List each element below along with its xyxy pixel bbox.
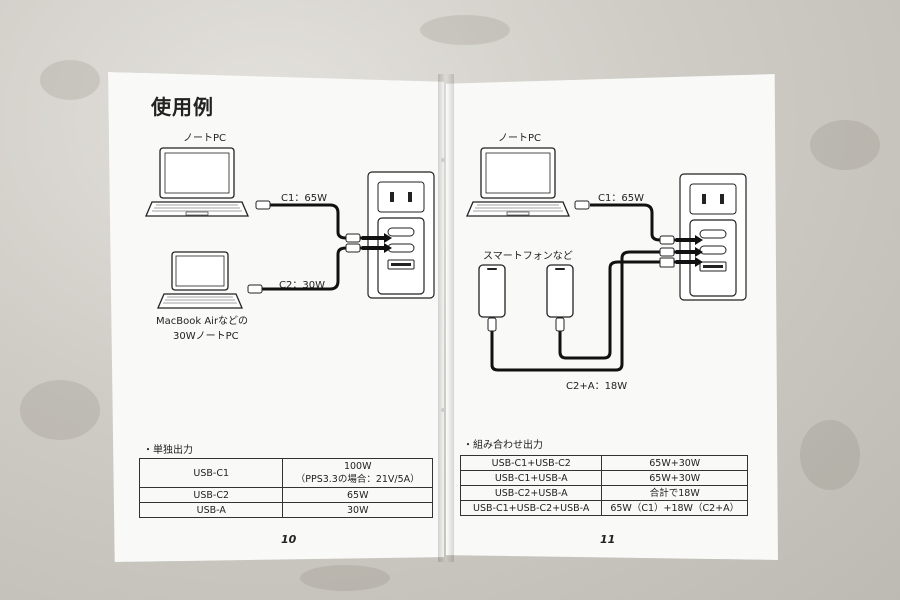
table-cell-combo: USB-C1+USB-A: [459, 470, 603, 486]
smartphone-icon: [478, 264, 506, 318]
usb-plug-icon: [247, 284, 263, 294]
cable-c1: [270, 203, 376, 240]
table-cell-combo: USB-C1+USB-C2: [459, 455, 603, 471]
charger-outlet-icon: [367, 171, 435, 299]
surface-texture: [800, 420, 860, 490]
device-label-macbook-sub: 30WノートPC: [173, 331, 239, 342]
single-output-table: USB-C1 100W （PPS3.3の場合：21V/5A） USB-C2 65…: [138, 458, 433, 518]
cable-label-c2a: C2+A：18W: [566, 381, 628, 392]
laptop-icon: [145, 147, 249, 217]
arrow-icon: [695, 235, 703, 267]
section-heading-combined-output: ・組み合わせ出力: [463, 440, 543, 451]
charger-outlet-icon: [679, 173, 747, 301]
table-cell-output: 65W: [282, 487, 433, 503]
device-label-laptop: ノートPC: [183, 133, 227, 144]
cable-label-c2: C2：30W: [279, 280, 325, 291]
usb-plug-icon: [659, 247, 675, 257]
cable-c1: [590, 203, 684, 242]
table-cell-output: 65W+30W: [601, 470, 748, 486]
combined-output-table: USB-C1+USB-C2 65W+30W USB-C1+USB-A 65W+3…: [459, 455, 748, 516]
usb-plug-icon: [659, 257, 675, 268]
surface-texture: [20, 380, 100, 440]
surface-texture: [40, 60, 100, 100]
cable-c2: [262, 246, 376, 291]
cable-label-c1: C1：65W: [281, 193, 327, 204]
table-cell-output: 100W （PPS3.3の場合：21V/5A）: [282, 458, 433, 488]
table-row: USB-C1 100W （PPS3.3の場合：21V/5A）: [138, 458, 433, 488]
usb-plug-icon: [555, 317, 565, 332]
page-title: 使用例: [151, 95, 214, 119]
table-cell-output: 合計で18W: [601, 485, 748, 501]
page-number: 10: [281, 533, 297, 546]
table-cell-port: USB-C1: [138, 458, 284, 488]
usb-plug-icon: [659, 235, 675, 245]
arrow-icon: [676, 238, 698, 264]
table-row: USB-C1+USB-A 65W+30W: [459, 470, 748, 486]
laptop-icon: [466, 147, 570, 217]
device-label-laptop: ノートPC: [498, 133, 542, 144]
device-label-smartphone: スマートフォンなど: [483, 251, 573, 262]
arrow-icon: [384, 243, 392, 253]
table-row: USB-A 30W: [138, 502, 433, 518]
binding-hole: [441, 158, 445, 162]
table-cell-port: USB-C2: [138, 487, 284, 503]
surface-texture: [420, 15, 510, 45]
table-cell-combo: USB-C1+USB-C2+USB-A: [459, 500, 603, 516]
device-label-macbook: MacBook Airなどの: [156, 316, 249, 327]
output-value: 100W: [343, 461, 372, 472]
table-cell-output: 65W+30W: [601, 455, 748, 471]
usb-plug-icon: [487, 317, 497, 332]
usb-plug-icon: [255, 200, 271, 210]
table-cell-output: 30W: [282, 502, 433, 518]
arrow-icon: [384, 233, 392, 243]
page-number: 11: [600, 533, 616, 546]
smartphone-icon: [546, 264, 574, 318]
usb-plug-icon: [574, 200, 590, 210]
table-cell-port: USB-A: [138, 502, 284, 518]
laptop-icon: [157, 251, 243, 309]
usb-plug-icon: [345, 233, 361, 243]
usb-plug-icon: [345, 243, 361, 253]
table-row: USB-C2+USB-A 合計で18W: [459, 485, 748, 501]
table-row: USB-C2 65W: [138, 487, 433, 503]
table-row: USB-C1+USB-C2+USB-A 65W（C1）+18W（C2+A）: [459, 500, 748, 516]
surface-texture: [300, 565, 390, 591]
section-heading-single-output: ・単独出力: [143, 445, 193, 456]
book-spine: [438, 74, 454, 562]
surface-texture: [810, 120, 880, 170]
table-cell-output: 65W（C1）+18W（C2+A）: [601, 500, 748, 516]
cable-label-c1: C1：65W: [598, 193, 644, 204]
cable-c2-a: [490, 250, 684, 372]
binding-hole: [441, 408, 445, 412]
table-row: USB-C1+USB-C2 65W+30W: [459, 455, 748, 471]
table-cell-combo: USB-C2+USB-A: [459, 485, 603, 501]
output-note: （PPS3.3の場合：21V/5A）: [295, 474, 420, 485]
